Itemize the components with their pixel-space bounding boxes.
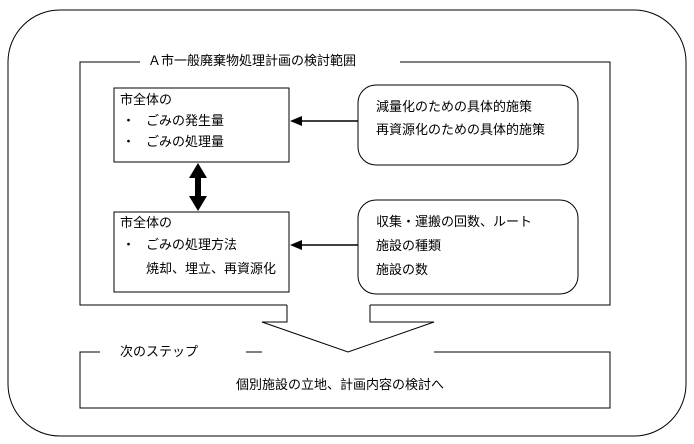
box-amount-frame (113, 87, 290, 163)
bullet-icon: ・ (122, 135, 136, 150)
policy-line-2: 再資源化のための具体的施策 (376, 123, 546, 138)
bidirectional-arrow (189, 163, 207, 211)
box-method-heading: 市全体の (120, 216, 173, 231)
scope-frame (79, 61, 611, 306)
box-amount-item-2: ごみの処理量 (146, 135, 225, 150)
box-method-frame (113, 211, 290, 293)
logistics-line-1: 収集・運搬の回数、ルート (376, 215, 533, 230)
box-method-subline: 焼却、埋立、再資源化 (146, 262, 277, 277)
box-amount-heading: 市全体の (120, 93, 173, 108)
policy-line-1: 減量化のための具体的施策 (376, 100, 533, 115)
logistics-box-frame (357, 199, 579, 295)
next-step-text: 個別施設の立地、計画内容の検討へ (236, 378, 445, 393)
down-block-arrow (261, 305, 435, 353)
policy-box-frame (357, 84, 579, 166)
bullet-icon: ・ (122, 238, 136, 253)
scope-title: Ａ市一般廃棄物処理計画の検討範囲 (144, 54, 361, 70)
next-step-title: 次のステップ (116, 345, 203, 361)
logistics-line-3: 施設の数 (376, 263, 429, 278)
arrow-logistics-to-method (290, 240, 358, 250)
box-method-item-1: ごみの処理方法 (146, 238, 238, 253)
outer-rounded-frame (7, 9, 687, 437)
next-step-frame (79, 351, 611, 409)
box-amount-item-1: ごみの発生量 (146, 114, 225, 129)
logistics-line-2: 施設の種類 (376, 239, 442, 254)
arrow-policy-to-amount (290, 116, 358, 126)
bullet-icon: ・ (122, 114, 136, 129)
